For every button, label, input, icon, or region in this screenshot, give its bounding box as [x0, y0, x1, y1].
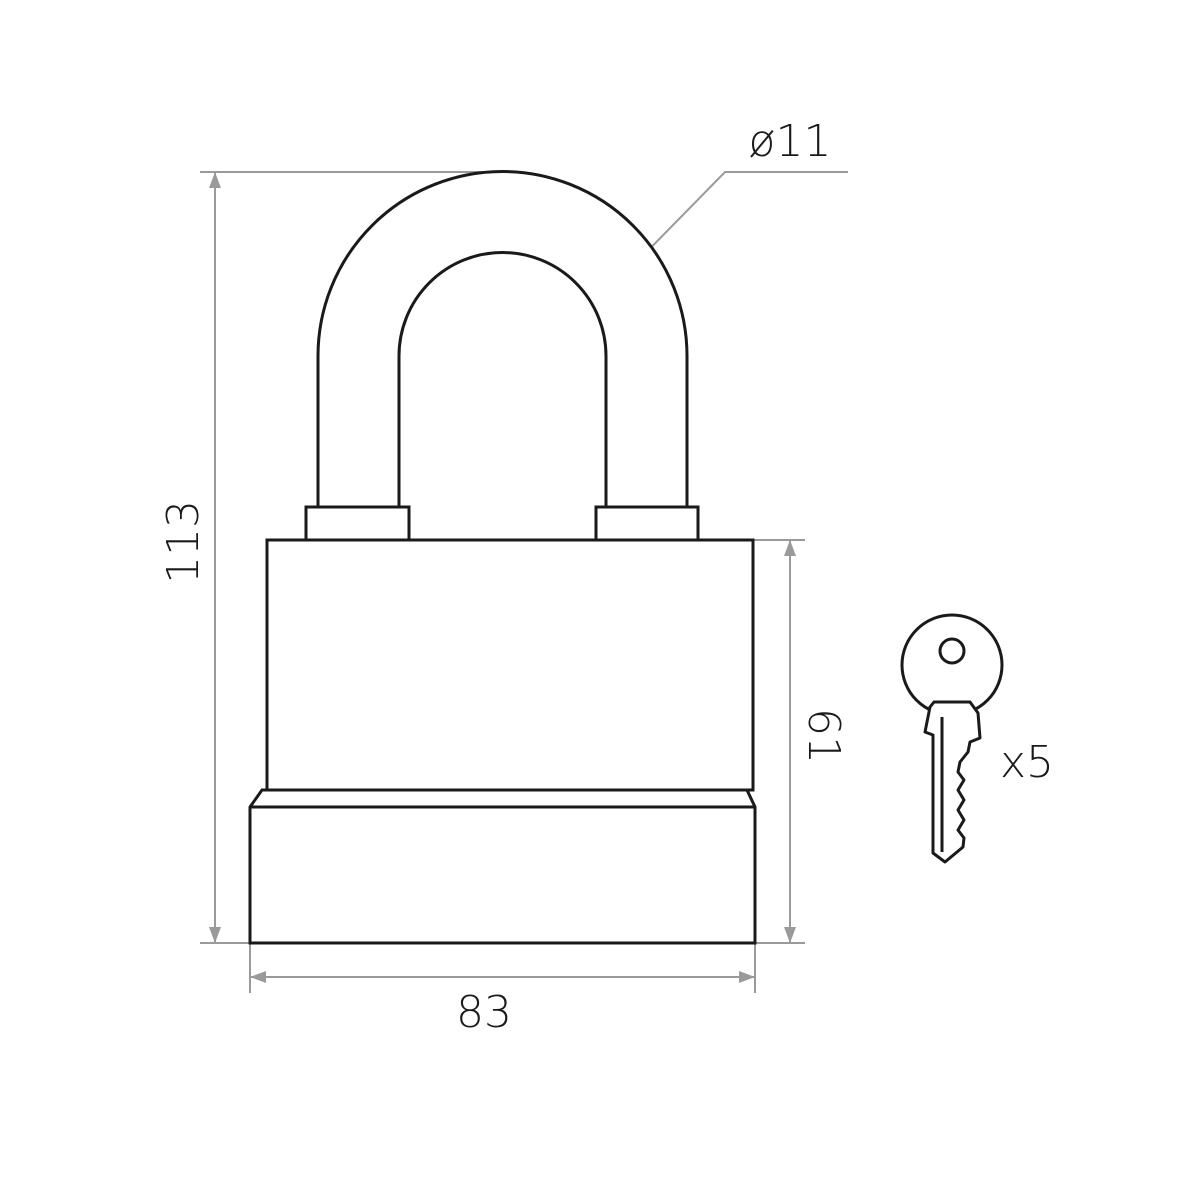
shackle-collar-right: [594, 505, 700, 542]
arrow-icon: [250, 971, 266, 983]
total-height-label: 113: [158, 500, 209, 584]
arrow-icon: [784, 540, 796, 556]
diameter-label: ø11: [749, 116, 832, 167]
arrowheads: [209, 172, 796, 983]
arrow-icon: [209, 172, 221, 188]
key-icon: [900, 613, 1004, 864]
key-bow: [900, 613, 1004, 717]
key-hole: [938, 637, 966, 665]
arrow-icon: [739, 971, 755, 983]
shackle-collar-left: [304, 505, 411, 542]
key-count-label: x5: [1000, 737, 1054, 788]
arrow-icon: [209, 927, 221, 943]
padlock: [248, 170, 757, 945]
diameter-leader-line: [626, 171, 848, 273]
dimension-lines: [200, 171, 848, 993]
lock-base: [248, 788, 757, 945]
width-label: 83: [456, 987, 512, 1038]
key-blade: [923, 700, 982, 864]
arrow-icon: [784, 927, 796, 943]
body-height-label: 61: [798, 708, 849, 764]
shackle: [316, 170, 689, 509]
lock-body: [265, 538, 755, 792]
